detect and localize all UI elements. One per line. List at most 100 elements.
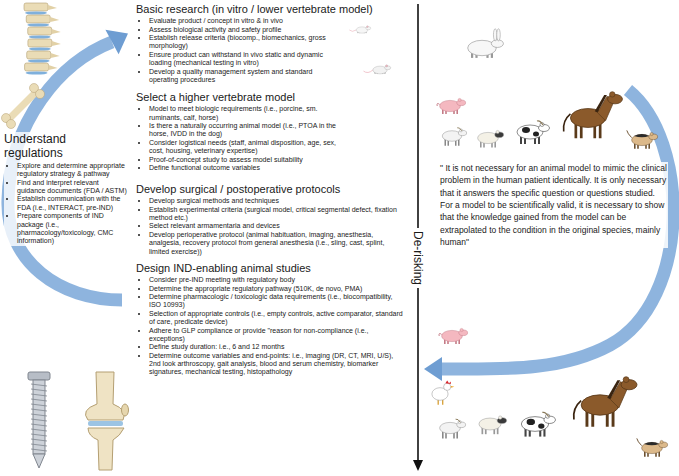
sheep [478,130,504,147]
step-section: Select a higher vertebrate modelModel to… [136,91,408,172]
bullet-item: Establish release criteria (biocomp., bi… [149,34,336,51]
disc [27,23,49,26]
horn [537,121,543,125]
horn [542,412,548,416]
horn [456,419,461,422]
axis-label: De-risking [411,228,425,288]
bullet-item: Model to meet biologic requirements (i.e… [149,105,348,122]
vertebra [28,27,52,35]
implant-head [28,372,50,380]
bullet-item: Determine the appropriate regulatory pat… [149,285,406,293]
bullet-list: Explore and determine appropriate regula… [4,162,128,246]
bullet-item: Consider logistical needs (staff, animal… [149,139,348,156]
tail [564,114,571,132]
chicken [432,381,455,405]
bullet-item: Determine pharmacologic / toxicologic da… [149,293,406,310]
horse [564,92,623,139]
horse [574,377,637,427]
ear [460,328,463,331]
bullet-item: Develop perioperative protocol (animal h… [149,231,398,256]
thread [31,434,47,436]
bullet-item: Selection of appropriate controls (i.e.,… [149,310,406,327]
mouse [349,26,370,33]
disc [25,11,47,14]
cow [521,412,555,436]
spinous-process [51,53,60,58]
head [491,40,503,48]
head [366,27,371,30]
bullet-list: Consider pre-IND meeting with regulatory… [136,276,406,377]
tail [437,104,440,107]
spine-figure [24,3,61,75]
disc [29,35,51,38]
saddle [644,442,659,445]
bullet-item: Select relevant armamentaria and devices [149,222,398,230]
bullet-item: Define functional outcome variables [149,164,348,172]
goat [442,128,466,146]
disc [28,59,50,62]
implant-tip [33,454,45,468]
bullet-item: Evaluate product / concept in vitro & in… [149,17,336,25]
ear [367,26,369,28]
vertebra [26,15,50,23]
bullet-list: Develop surgical methods and techniquesE… [136,197,398,256]
ear [386,65,388,67]
tail [349,30,356,31]
bullet-item: Is there a naturally occurring animal mo… [149,122,348,139]
spinous-process [52,41,61,46]
tail [364,70,373,73]
thread [31,394,47,396]
bullet-item: Find and interpret relevant guidance doc… [17,179,128,196]
vertebra [24,3,48,11]
comb [445,381,450,385]
tail [637,438,642,445]
step-section: Design IND-enabling animal studiesConsid… [136,262,408,377]
ear [623,377,629,383]
dog [627,130,658,148]
regulation-panel: Understand regulationsExplore and determ… [4,132,128,246]
bullet-item: Establish experimental criteria (surgica… [149,206,398,223]
section-heading: Select a higher vertebrate model [136,91,408,104]
bone-knob [7,120,16,129]
ear [496,130,499,133]
quote-text: " It is not necessary for an animal mode… [440,162,668,248]
arrow-head [413,460,423,471]
thread [31,429,47,431]
bullet-item: Prepare components of IND package (i.e.,… [17,212,128,246]
mane [607,380,620,399]
arrow-head [105,30,128,55]
head [444,383,451,390]
thread [31,449,47,451]
section-heading: Basic research (in vitro / lower vertebr… [136,3,408,16]
bullet-item: Determine outcome variables and end-poin… [149,352,406,377]
tail [627,130,632,137]
spinous-process [49,65,58,70]
knee-figure [85,372,128,470]
ear [458,98,461,101]
thread [31,389,47,391]
spot [533,132,539,137]
cow [517,121,550,144]
thread [31,404,47,406]
section-heading: Develop surgical / postoperative protoco… [136,183,408,196]
bone-knob [36,90,45,99]
spinous-process [50,17,59,22]
bullet-item: Assess biological activity and safety pr… [149,26,336,34]
thread [31,414,47,416]
bone-figure [2,84,45,129]
arrow-head [424,357,442,381]
pig [437,98,466,114]
goat [440,419,466,438]
beak [451,386,455,388]
bullet-item: Ensure product can withstand in vivo sta… [149,51,336,68]
ear [660,440,663,443]
bullet-list: Evaluate product / concept in vitro & in… [136,17,336,84]
dog [637,438,668,456]
saddle [634,134,649,137]
bullet-item: Adhere to GLP compliance or provide "rea… [149,327,406,344]
thread [31,409,47,411]
ear [493,29,497,41]
disc [29,47,51,50]
bullet-item: Define study duration: i.e., 6 and 12 mo… [149,343,406,351]
ear [499,416,502,419]
